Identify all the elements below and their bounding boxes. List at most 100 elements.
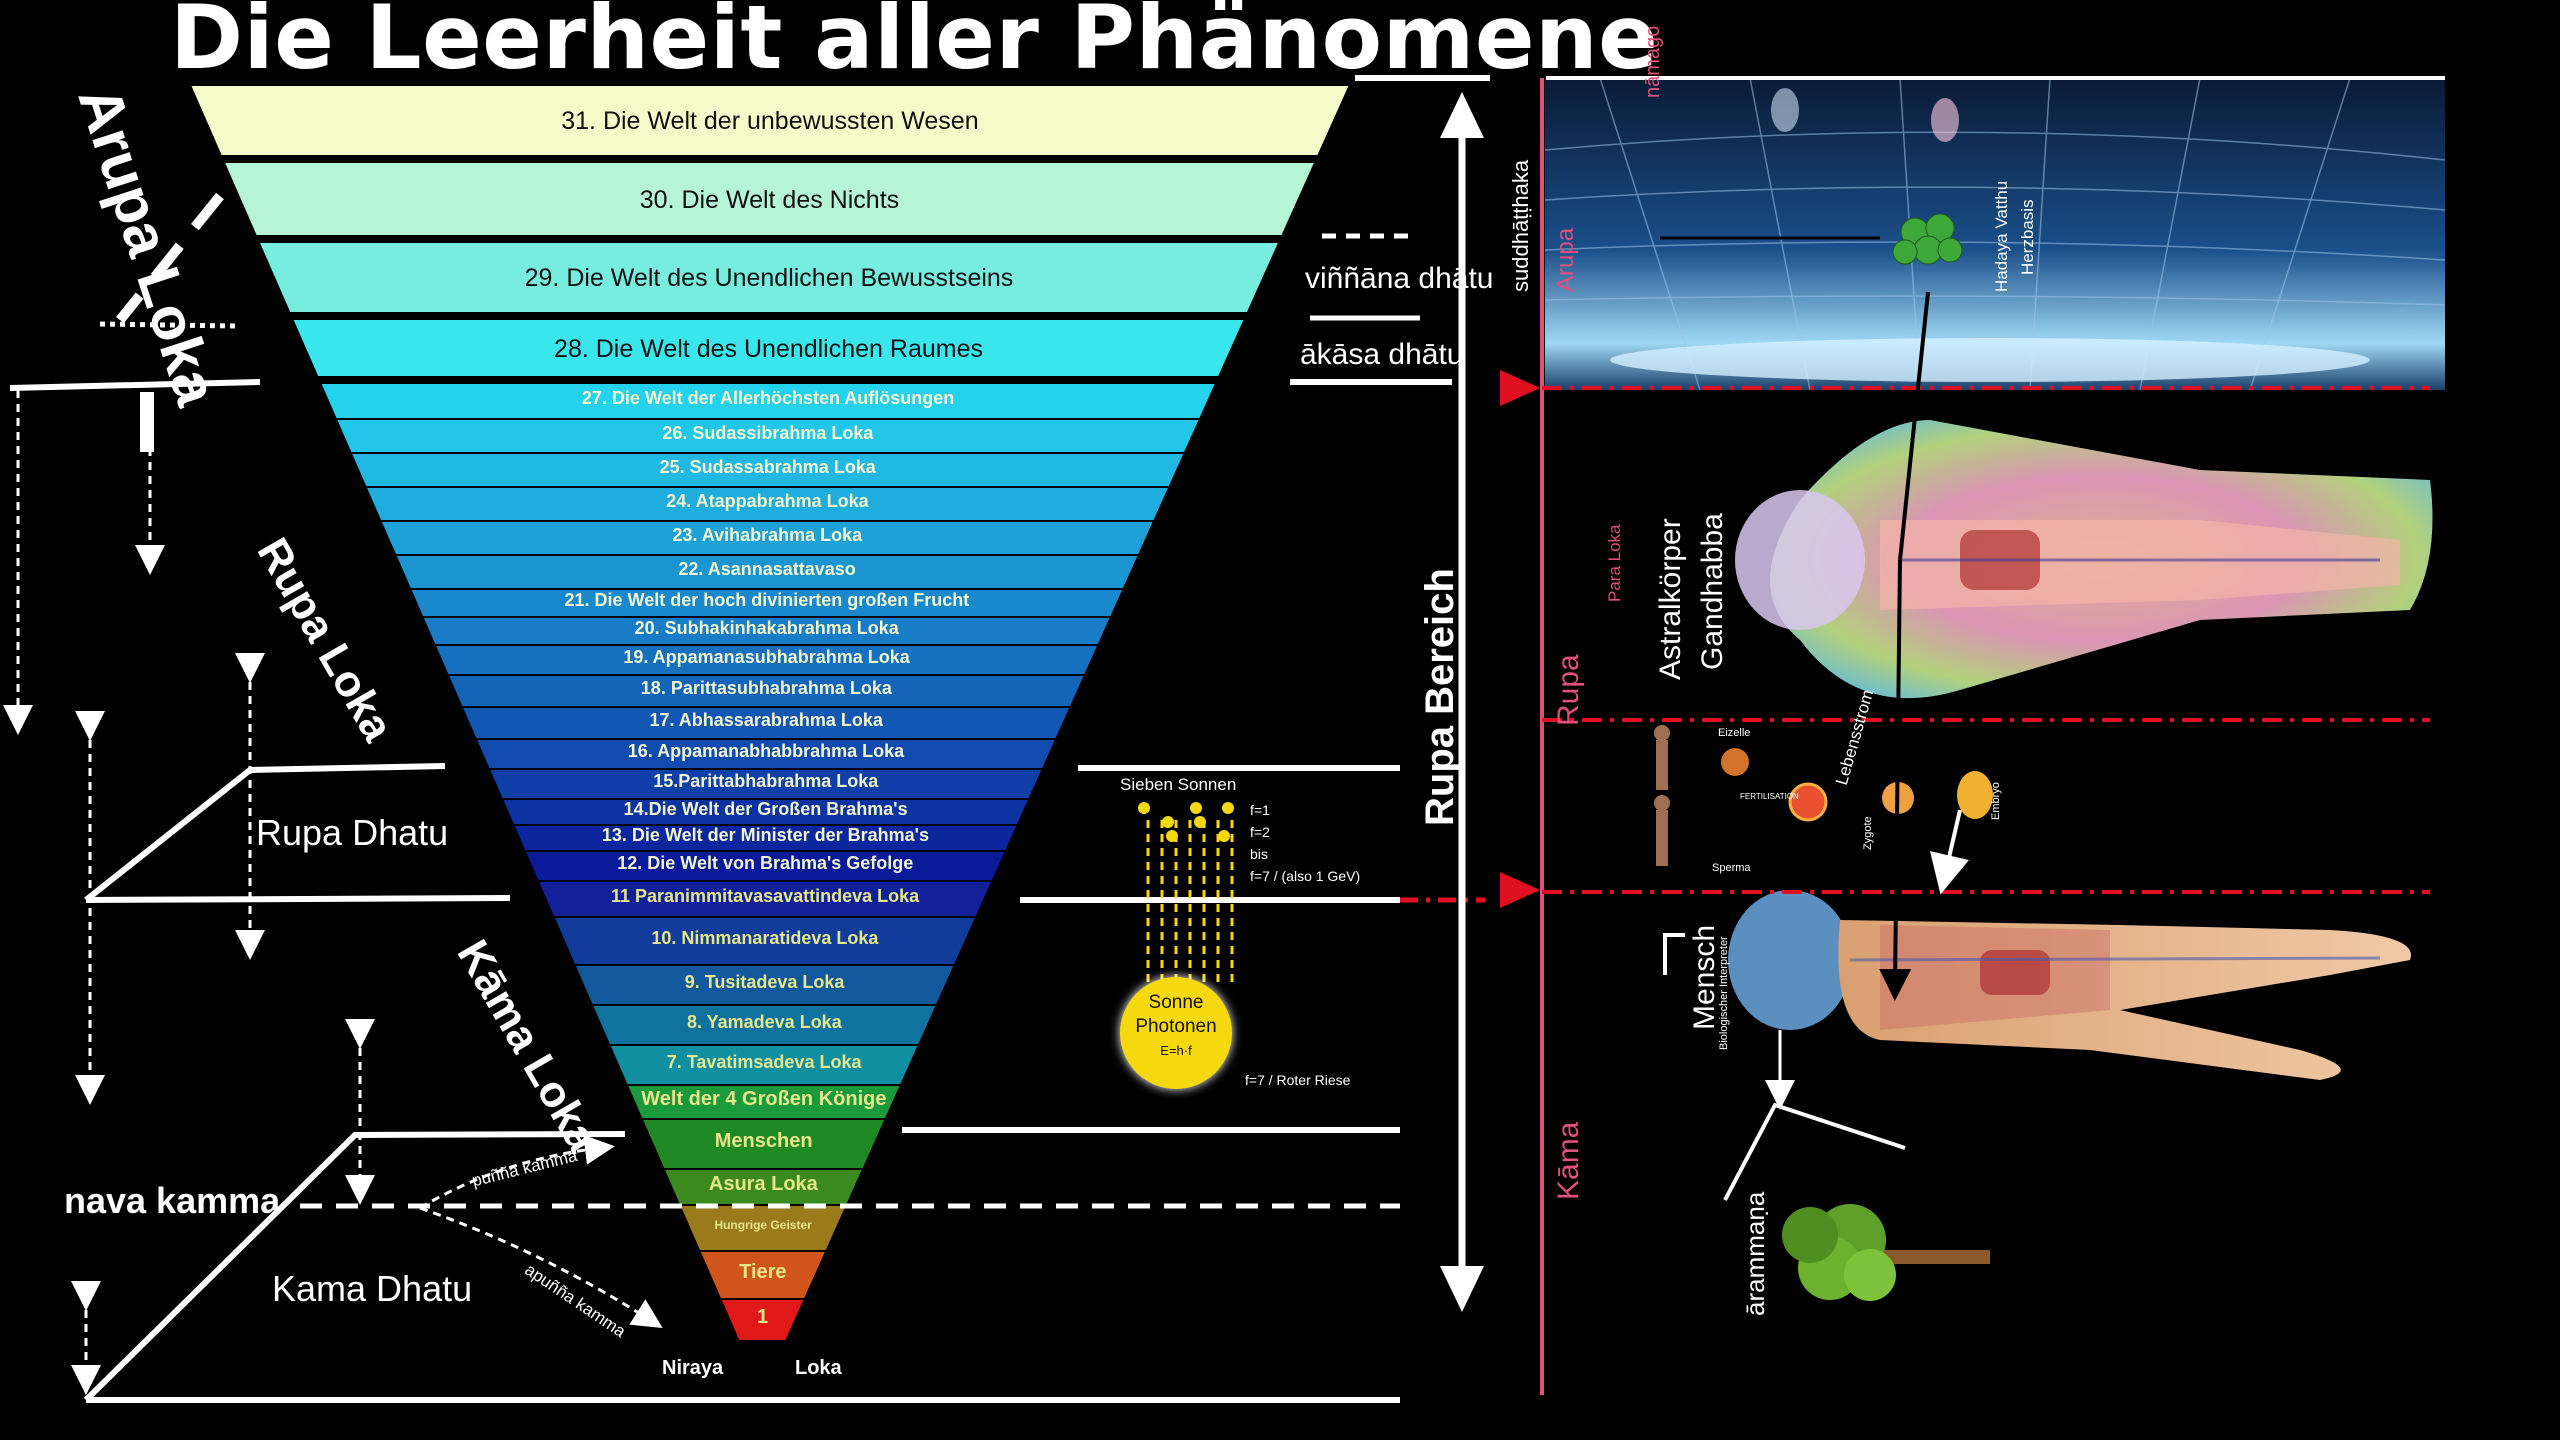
arupa-right-label: Arupa	[1552, 227, 1579, 292]
sun-label-3: E=h·f	[1160, 1043, 1192, 1058]
world-label: 31. Die Welt der unbewussten Wesen	[561, 107, 979, 135]
hadaya-label: Hadaya Vatthu	[1992, 180, 2011, 292]
akasa-dhatu-label: ākāsa dhātu	[1300, 338, 1464, 371]
rupa-bereich-label: Rupa Bereich	[1418, 568, 1462, 826]
world-label: 13. Die Welt der Minister der Brahma's	[601, 825, 929, 845]
nava-kamma-label: nava kamma	[64, 1180, 281, 1221]
world-label: 27. Die Welt der Allerhöchsten Auflösung…	[581, 388, 955, 408]
divider	[140, 392, 154, 452]
tree-icon	[1782, 1204, 1990, 1301]
mensch-sub-label: Biologischer Interpreter	[1718, 936, 1730, 1050]
bis-label: bis	[1250, 846, 1268, 862]
world-label: 30. Die Welt des Nichts	[639, 185, 900, 214]
world-band	[514, 826, 1017, 850]
world-band	[411, 590, 1123, 616]
world-band	[191, 86, 1349, 155]
world-label: 18. Parittasubhabrahma Loka	[640, 678, 892, 698]
world-band	[628, 1086, 900, 1118]
f2-label: f=2	[1250, 824, 1270, 840]
para-loka-label: Para Loka	[1605, 524, 1624, 603]
suddhatthaka-label: suddhāṭṭhaka	[1508, 159, 1533, 292]
kama-dhatu-label: Kama Dhatu	[272, 1268, 473, 1309]
zygote-label: Zygote	[1862, 816, 1874, 850]
world-band	[643, 1120, 885, 1168]
sun-icon: Sonne Photonen E=h·f	[1120, 977, 1232, 1089]
world-label: 21. Die Welt der hoch diviniert­en große…	[564, 590, 970, 610]
mensch-label: Mensch	[1688, 924, 1721, 1030]
world-label: 20. Subhakinhakabrahma Loka	[634, 618, 899, 638]
sperma-label: Sperma	[1712, 862, 1751, 874]
world-label: 19. Appamanasubhabrahma Loka	[623, 647, 910, 667]
world-band	[539, 882, 991, 916]
world-band	[449, 676, 1084, 706]
f1-label: f=1	[1250, 802, 1270, 818]
world-band	[610, 1046, 918, 1084]
small-sun-icon	[1194, 816, 1206, 828]
world-band	[665, 1170, 862, 1204]
human-body	[1728, 890, 2411, 1080]
bracket	[1663, 933, 1685, 975]
world-label: 22. Asannasattavaso	[678, 559, 856, 579]
world-band	[225, 163, 1314, 235]
world-band	[700, 1252, 825, 1298]
f7-label: f=7 / (also 1 GeV)	[1250, 868, 1361, 884]
world-band	[260, 243, 1278, 312]
arrow-head-up	[1440, 92, 1484, 138]
sieben-sonnen-label: Sieben Sonnen	[1120, 775, 1237, 794]
kama-right-label: Kāma	[1552, 1121, 1585, 1200]
arrow-head-down	[1440, 1266, 1484, 1312]
world-band	[526, 852, 1005, 880]
vinnana-dhatu-label: viññāna dhātu	[1305, 262, 1494, 295]
world-label: 28. Die Welt des Unendlichen Raumes	[554, 334, 983, 363]
world-band	[396, 556, 1138, 588]
dotted-divider	[99, 321, 237, 329]
rupa-dhatu-label: Rupa Dhatu	[256, 812, 449, 853]
world-label: Menschen	[714, 1130, 813, 1152]
small-sun-icon	[1218, 830, 1230, 842]
small-sun-icon	[1162, 816, 1174, 828]
world-label: 24. Atappabrahma Loka	[666, 491, 869, 511]
world-label: 12. Die Welt von Brahma's Gefolge	[617, 853, 914, 873]
astral-body	[1735, 420, 2433, 699]
world-label: 7. Tavatimsadeva Loka	[666, 1052, 862, 1072]
namago-label: nāmago	[1642, 25, 1664, 98]
conception-strip	[1654, 725, 1993, 866]
world-band	[593, 1006, 936, 1044]
world-label: 14.Die Welt der Großen Brahma's	[623, 799, 908, 819]
world-label: 23. Avihabrahma Loka	[672, 525, 863, 545]
connector-line	[1898, 291, 1930, 561]
world-band	[423, 618, 1110, 644]
arupa-panel	[1544, 77, 2446, 391]
divider	[9, 379, 261, 391]
world-label: Asura Loka	[708, 1173, 818, 1195]
world-label: 25. Sudassabrahma Loka	[659, 457, 876, 477]
page-title: Die Leerheit aller Phänomene	[170, 0, 1659, 89]
eizelle-label: Eizelle	[1718, 727, 1751, 739]
loka-label: Loka	[795, 1357, 842, 1379]
arrow	[1930, 809, 1969, 895]
small-sun-icon	[1222, 802, 1234, 814]
world-label: 10. Nimmanaratideva Loka	[651, 928, 879, 948]
niraya-label: Niraya	[662, 1357, 724, 1379]
world-band	[575, 966, 954, 1004]
world-label: 1	[756, 1306, 769, 1328]
sun-label-2: Photonen	[1135, 1016, 1217, 1037]
world-label: 11 Paranimmitavasavattindeva Loka	[611, 886, 920, 906]
world-label: 9. Tusitadeva Loka	[684, 972, 845, 992]
small-sun-icon	[1138, 802, 1150, 814]
world-band	[367, 488, 1168, 520]
red-marker-icon	[1500, 370, 1540, 406]
world-band	[352, 454, 1184, 486]
world-band	[680, 1206, 846, 1250]
roter-riese-label: f=7 / Roter Riese	[1245, 1072, 1351, 1088]
arammana-label: ārammaṇa	[1740, 1191, 1770, 1316]
world-label: 8. Yamadeva Loka	[686, 1012, 842, 1032]
world-band	[721, 1300, 804, 1340]
world-label: 15.Parittabhabrahma Loka	[653, 771, 879, 791]
rupa-right-label: Rupa	[1552, 654, 1585, 726]
world-label: 16. Appamanabhabbrahma Loka	[627, 741, 905, 761]
world-band	[337, 420, 1199, 452]
world-band	[503, 800, 1028, 824]
